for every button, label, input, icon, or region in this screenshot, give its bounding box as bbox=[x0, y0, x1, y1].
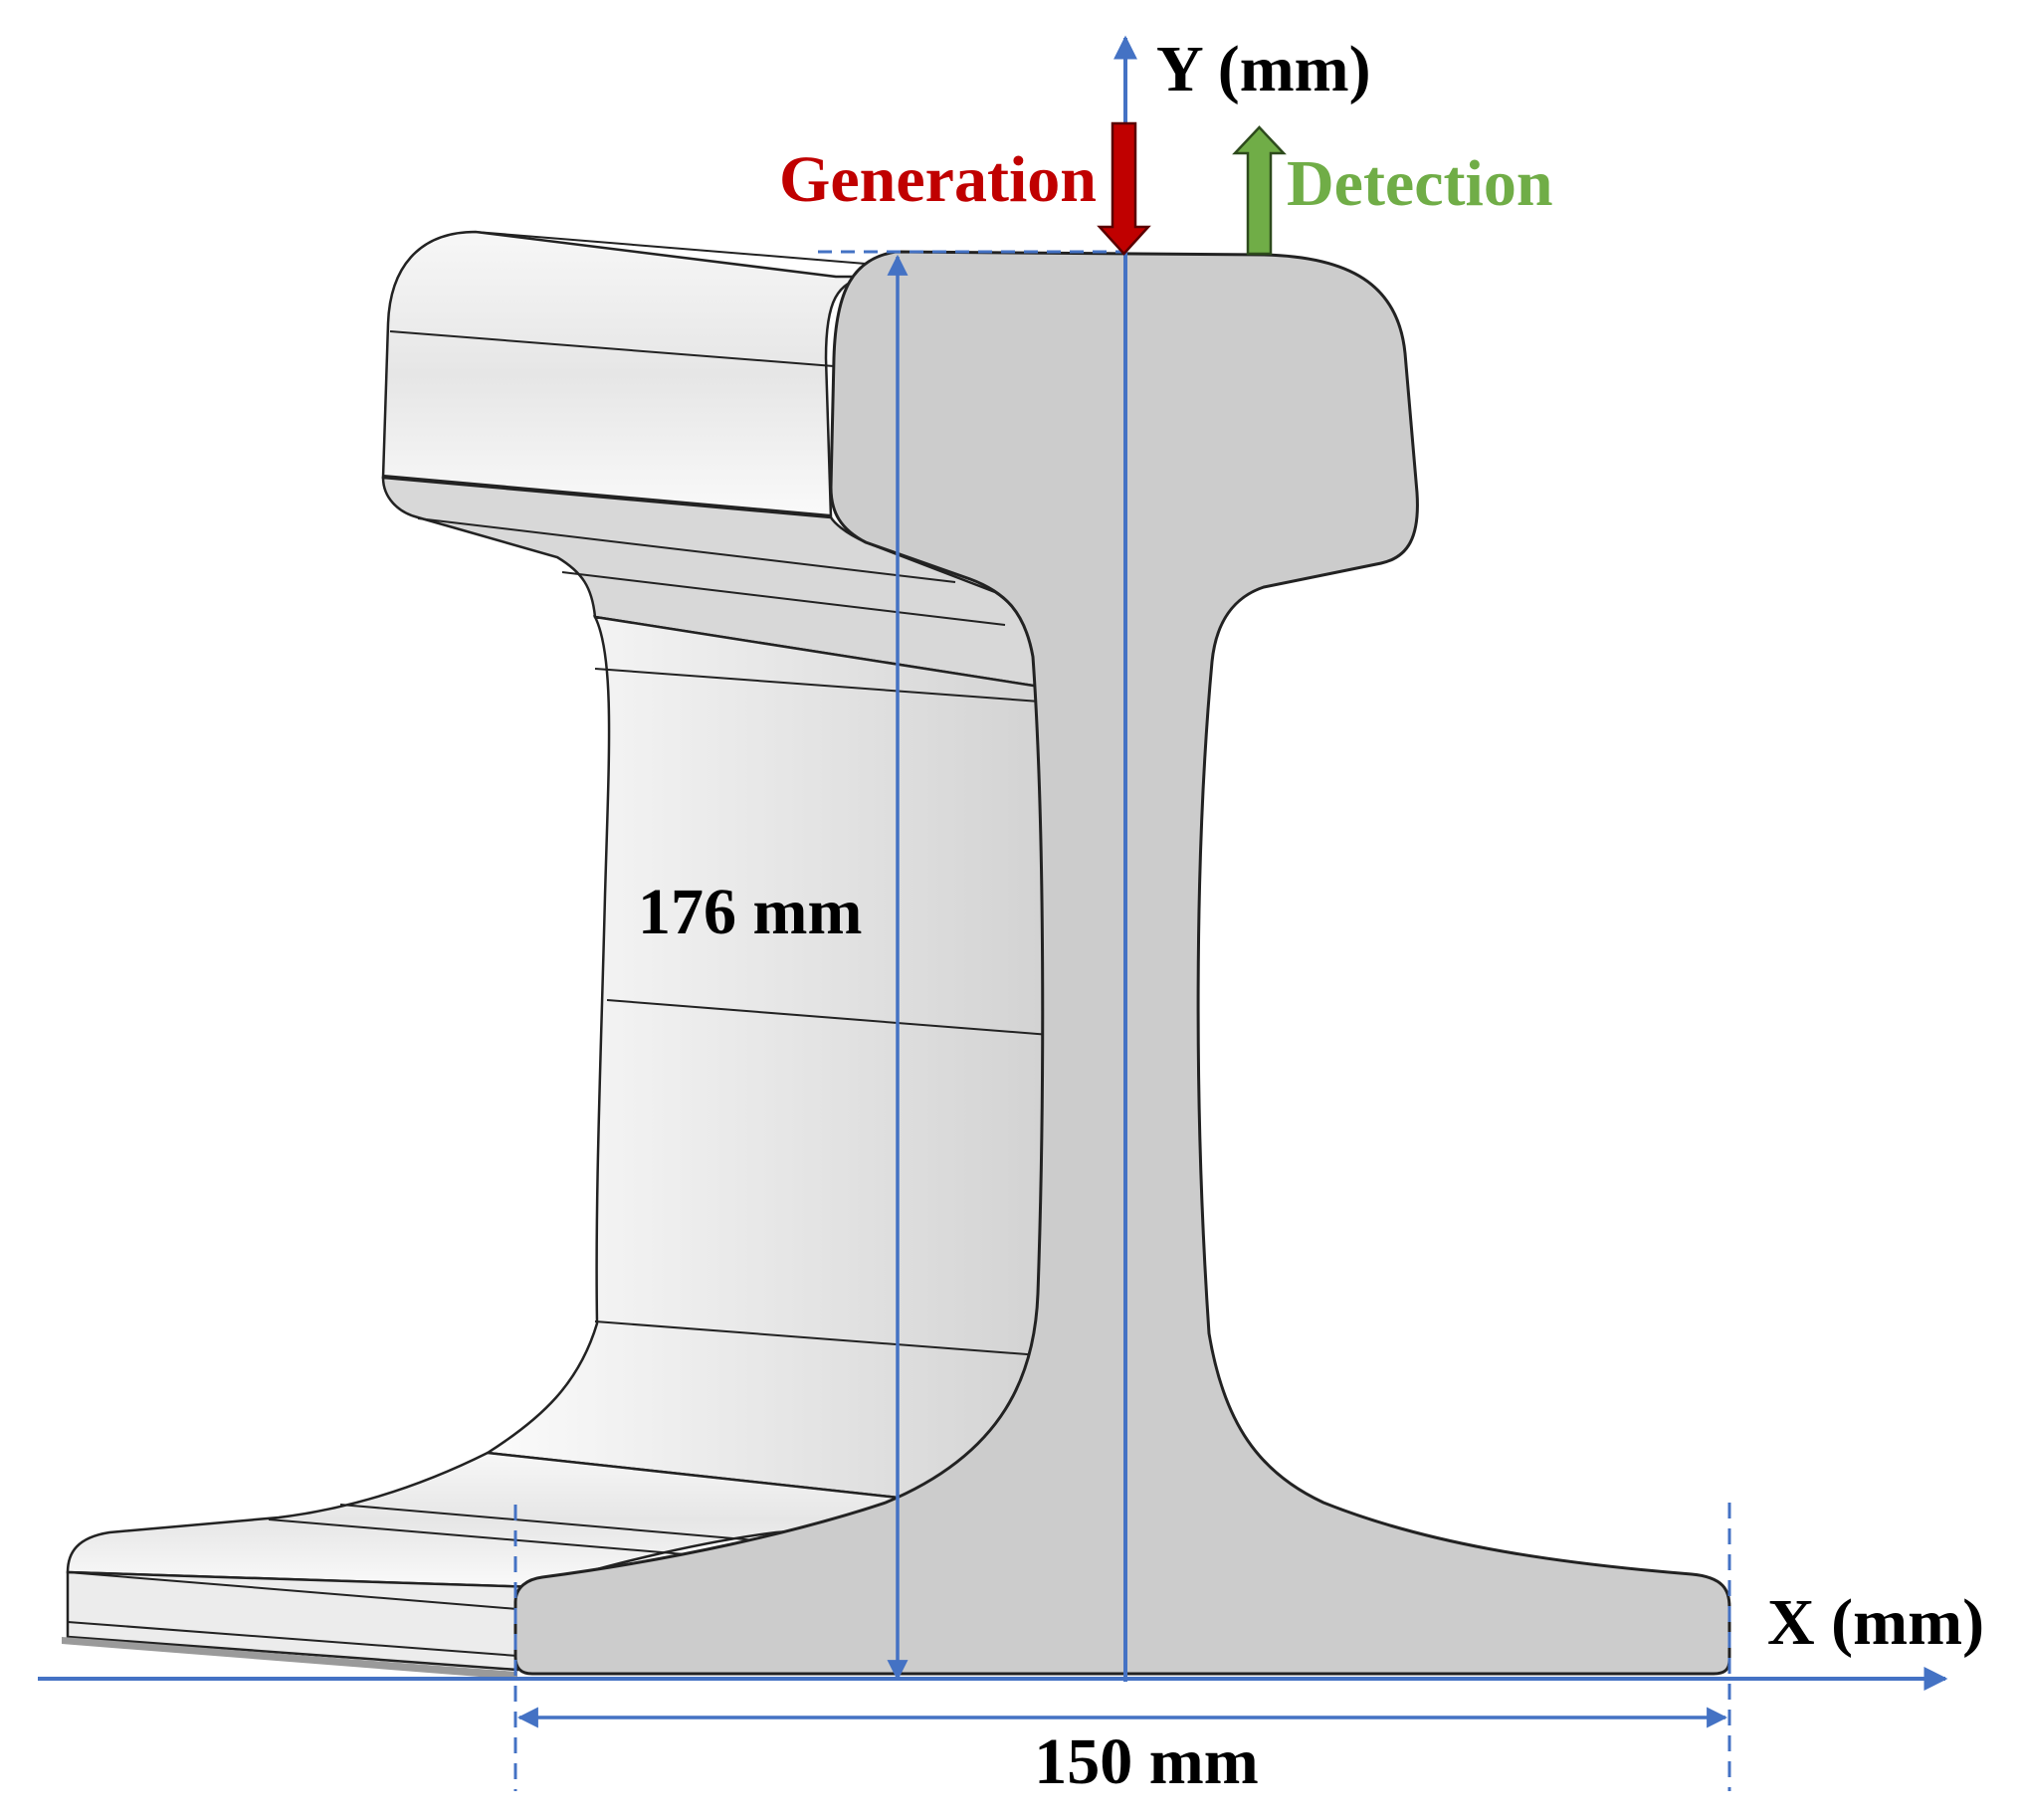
y-axis-label: Y (mm) bbox=[1156, 33, 1371, 105]
arrow-down-icon bbox=[1097, 121, 1151, 256]
dimension-lines bbox=[513, 250, 1731, 1791]
rail-web-side-face bbox=[484, 615, 1055, 1515]
rail-head-top-face bbox=[381, 230, 867, 519]
rail-foot-front-edge bbox=[66, 1570, 539, 1672]
width-dimension-label: 150 mm bbox=[1034, 1725, 1258, 1798]
rail-cross-section bbox=[513, 250, 1731, 1676]
generation-label: Generation bbox=[779, 143, 1097, 216]
height-dimension-label: 176 mm bbox=[638, 876, 862, 948]
x-axis-label: X (mm) bbox=[1767, 1586, 1984, 1659]
detection-label: Detection bbox=[1287, 147, 1553, 220]
axes bbox=[38, 35, 1948, 1691]
arrow-up-icon bbox=[1232, 125, 1287, 256]
